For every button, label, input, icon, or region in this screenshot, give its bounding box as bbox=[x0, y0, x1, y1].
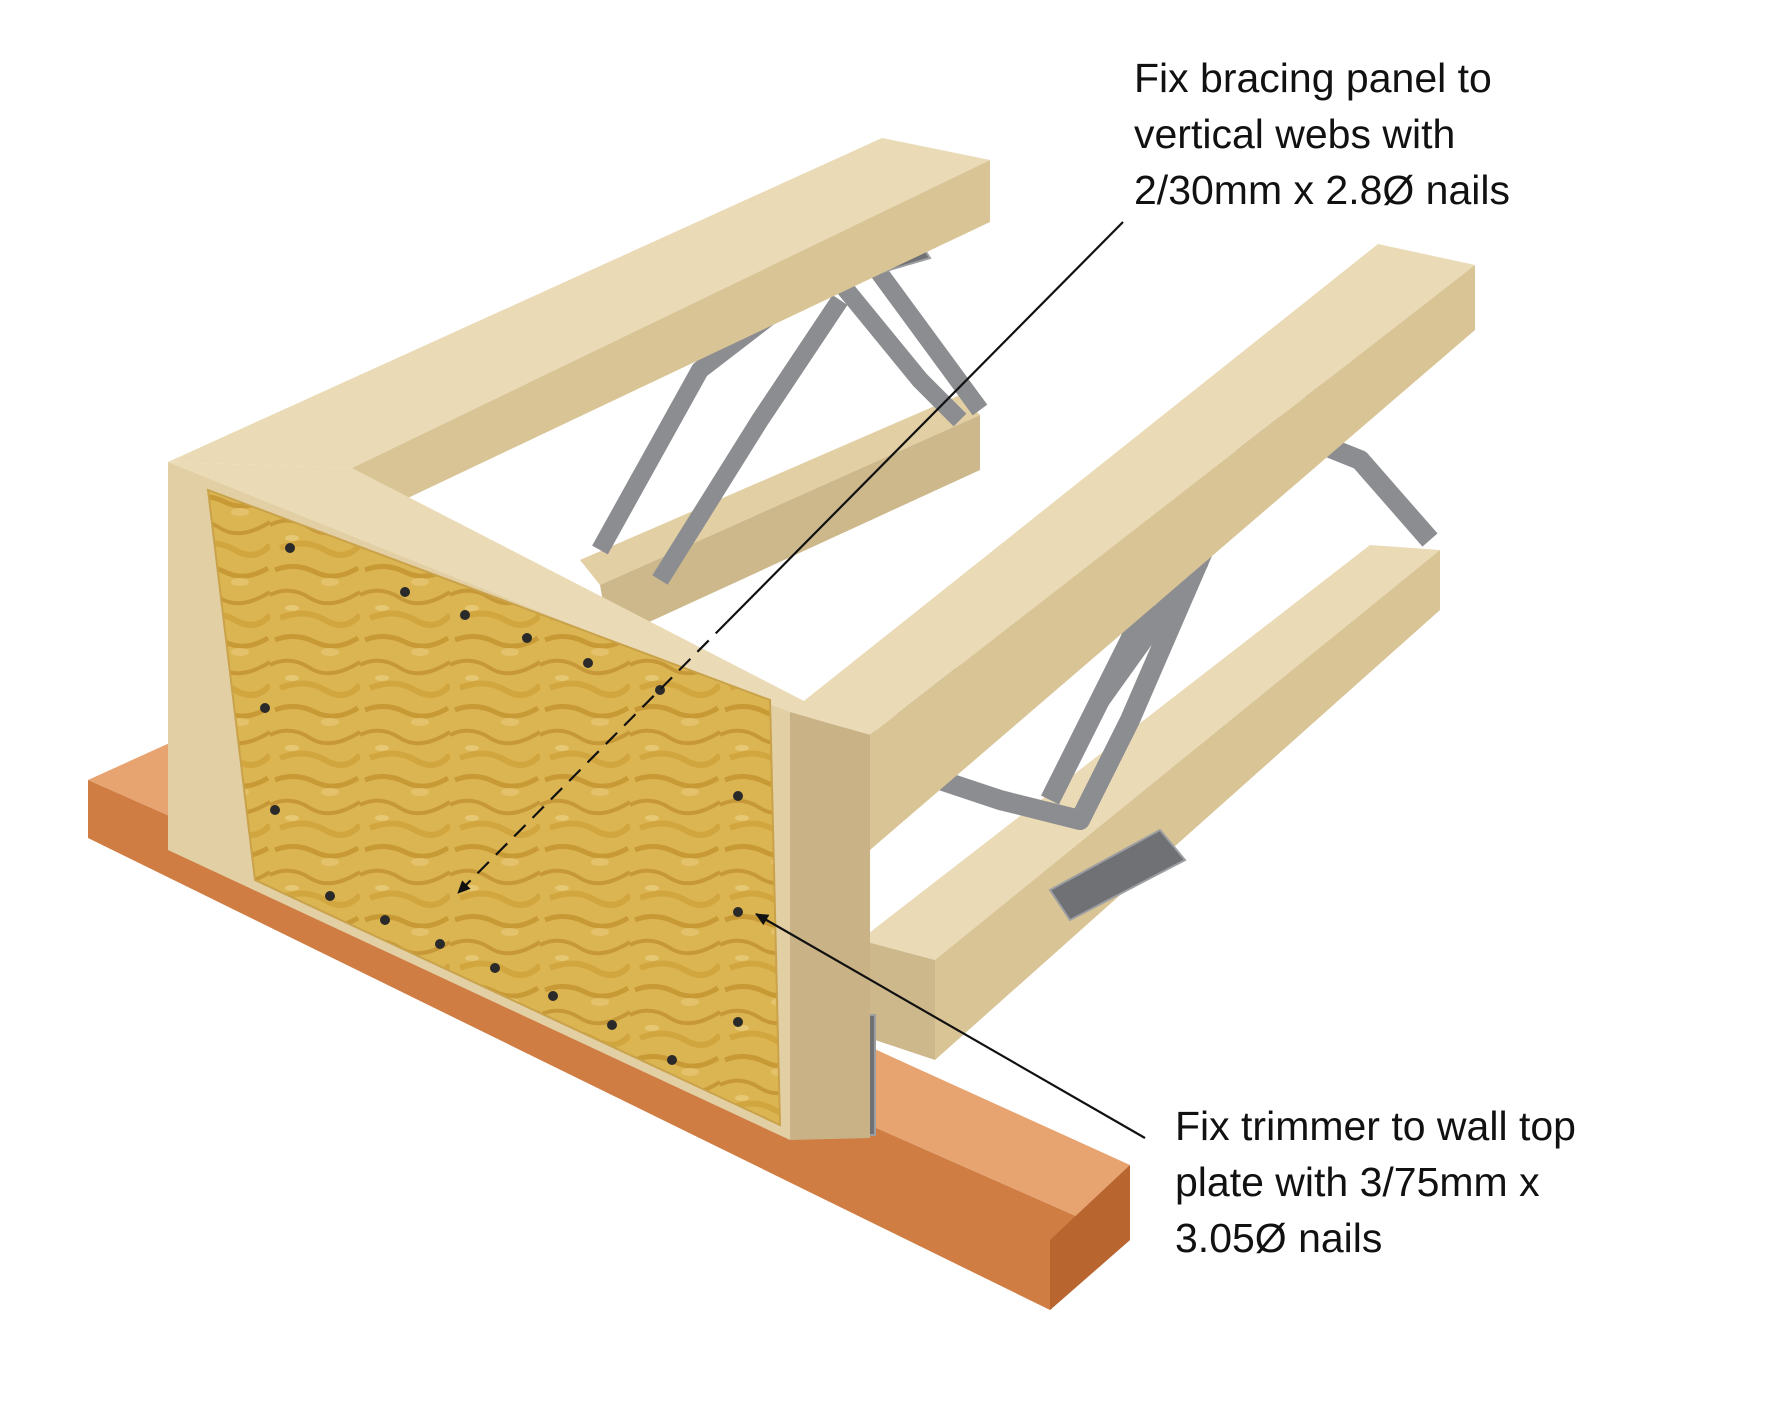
leader-bottom bbox=[755, 913, 1146, 1139]
bottom-chord-right bbox=[860, 545, 1440, 1060]
callout-line: Fix bracing panel to bbox=[1134, 55, 1492, 101]
top-chord-right bbox=[790, 244, 1475, 850]
bracing-panel bbox=[206, 488, 782, 1127]
callout-line: 3.05Ø nails bbox=[1175, 1215, 1383, 1261]
callout-bracing-panel: Fix bracing panel to vertical webs with … bbox=[1134, 50, 1510, 218]
callout-line: plate with 3/75mm x bbox=[1175, 1159, 1540, 1205]
leader-top bbox=[457, 221, 1124, 894]
nail-dots bbox=[260, 543, 743, 1065]
callout-line: 2/30mm x 2.8Ø nails bbox=[1134, 167, 1510, 213]
callout-line: Fix trimmer to wall top bbox=[1175, 1103, 1576, 1149]
callout-line: vertical webs with bbox=[1134, 111, 1456, 157]
callout-trimmer-fixing: Fix trimmer to wall top plate with 3/75m… bbox=[1175, 1098, 1576, 1266]
bottom-chord-left bbox=[580, 395, 980, 640]
top-chord-left bbox=[168, 138, 990, 515]
